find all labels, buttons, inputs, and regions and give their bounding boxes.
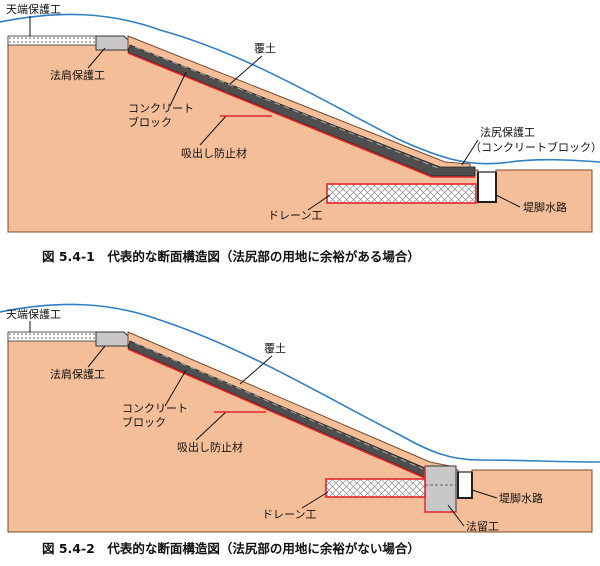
label-crest-protection-2: 天端保護工 xyxy=(6,307,61,321)
label-toe-channel-1: 堤脚水路 xyxy=(523,200,567,214)
shoulder-protection-2 xyxy=(95,331,129,347)
water-surface-1 xyxy=(0,13,600,165)
label-concrete-2a: コンクリート xyxy=(122,402,188,415)
drain-2 xyxy=(325,478,426,498)
label-toe-retaining-2: 法留工 xyxy=(466,519,499,533)
label-drain-2: ドレーン工 xyxy=(262,508,316,521)
toe-retaining-2 xyxy=(424,465,457,513)
label-toe-protection-1: 法尻保護工 xyxy=(480,125,535,139)
label-shoulder-protection-1: 法肩保護工 xyxy=(50,68,105,82)
crest-protection-2 xyxy=(7,331,97,342)
label-concrete-1a: コンクリート xyxy=(128,102,194,115)
label-cover-soil-1: 覆土 xyxy=(254,42,276,55)
label-toe-protection-sub-1: （コンクリートブロック） xyxy=(470,140,600,154)
caption-figure-1: 図 5.4-1 代表的な断面構造図（法尻部の用地に余裕がある場合） xyxy=(42,249,420,264)
label-suction-prevention-2: 吸出し防止材 xyxy=(177,440,243,454)
label-toe-channel-2: 堤脚水路 xyxy=(499,491,543,505)
drain-1 xyxy=(326,183,477,204)
toe-channel-2 xyxy=(457,471,473,499)
caption-figure-2: 図 5.4-2 代表的な断面構造図（法尻部の用地に余裕がない場合） xyxy=(42,541,420,556)
label-shoulder-protection-2: 法肩保護工 xyxy=(50,367,105,381)
shoulder-protection-1 xyxy=(95,35,129,51)
suction-prevention-line-1 xyxy=(127,52,475,178)
figure-1: 天端保護工 法肩保護工 覆土 コンクリート ブロック 吸出し防止材 法尻保護工 … xyxy=(0,2,600,264)
label-concrete-1b: ブロック xyxy=(128,115,172,129)
label-cover-soil-2: 覆土 xyxy=(264,342,286,355)
concrete-block-strip-1 xyxy=(127,44,476,177)
crest-protection-1 xyxy=(7,35,97,46)
label-suction-prevention-1: 吸出し防止材 xyxy=(181,146,247,160)
label-drain-1: ドレーン工 xyxy=(268,209,322,222)
water-surface-2 xyxy=(0,303,600,463)
suction-prevention-line-2 xyxy=(127,348,426,479)
label-concrete-2b: ブロック xyxy=(122,415,166,429)
figure-2: 天端保護工 法肩保護工 覆土 コンクリート ブロック 吸出し防止材 ドレーン工 … xyxy=(0,303,600,556)
label-crest-protection-1: 天端保護工 xyxy=(6,2,61,16)
toe-channel-1 xyxy=(477,171,497,203)
